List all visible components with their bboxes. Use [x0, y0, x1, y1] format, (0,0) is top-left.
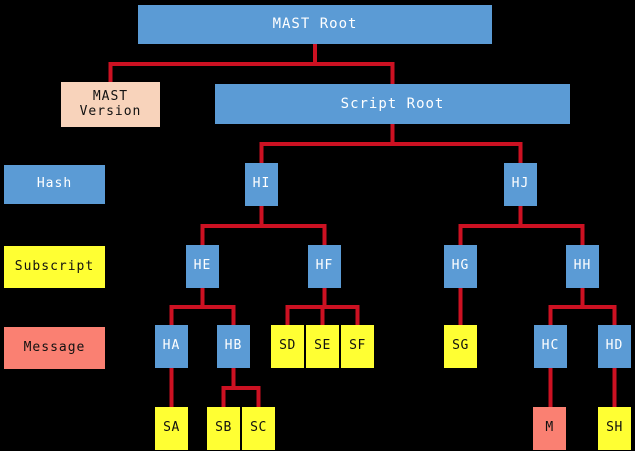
node-label: HG: [451, 258, 470, 274]
node-label: SB: [215, 420, 232, 436]
node-label: SA: [163, 420, 180, 436]
node-ha[interactable]: HA: [155, 325, 188, 368]
node-se[interactable]: SE: [306, 325, 339, 368]
legend-label: Message: [23, 339, 86, 355]
node-label: HD: [605, 338, 624, 354]
node-label: SG: [452, 338, 469, 354]
node-label: MAST Root: [272, 16, 358, 33]
node-label: HE: [193, 258, 212, 274]
node-sg[interactable]: SG: [444, 325, 477, 368]
node-hh[interactable]: HH: [566, 245, 599, 288]
node-label: SF: [349, 338, 366, 354]
legend-item-subscript: Subscript: [4, 246, 105, 288]
node-label: HF: [315, 258, 334, 274]
node-label: HJ: [511, 176, 530, 192]
legend-label: Hash: [36, 176, 73, 192]
node-label: M: [545, 420, 554, 436]
node-label: MAST Version: [79, 88, 142, 119]
node-label: SC: [250, 420, 267, 436]
node-he[interactable]: HE: [186, 245, 219, 288]
node-sa[interactable]: SA: [155, 407, 188, 450]
node-hb[interactable]: HB: [217, 325, 250, 368]
node-hc[interactable]: HC: [534, 325, 567, 368]
node-m[interactable]: M: [533, 407, 566, 450]
node-label: HI: [252, 176, 271, 192]
legend-item-hash: Hash: [4, 165, 105, 204]
node-hg[interactable]: HG: [444, 245, 477, 288]
node-script-root[interactable]: Script Root: [215, 84, 570, 124]
node-sh[interactable]: SH: [598, 407, 631, 450]
node-hd[interactable]: HD: [598, 325, 631, 368]
node-label: HC: [541, 338, 560, 354]
legend-label: Subscript: [14, 258, 95, 274]
node-label: Script Root: [340, 95, 445, 112]
node-sf[interactable]: SF: [341, 325, 374, 368]
node-hj[interactable]: HJ: [504, 163, 537, 206]
node-label: HB: [224, 338, 243, 354]
node-label: SH: [606, 420, 623, 436]
node-sd[interactable]: SD: [271, 325, 304, 368]
node-mast-version[interactable]: MAST Version: [61, 82, 160, 127]
node-hi[interactable]: HI: [245, 163, 278, 206]
node-label: HH: [573, 258, 592, 274]
node-label: SE: [314, 338, 331, 354]
node-label: HA: [162, 338, 181, 354]
node-sc[interactable]: SC: [242, 407, 275, 450]
legend-item-message: Message: [4, 327, 105, 369]
node-label: SD: [279, 338, 296, 354]
node-hf[interactable]: HF: [308, 245, 341, 288]
node-mast-root[interactable]: MAST Root: [138, 5, 492, 44]
node-sb[interactable]: SB: [207, 407, 240, 450]
